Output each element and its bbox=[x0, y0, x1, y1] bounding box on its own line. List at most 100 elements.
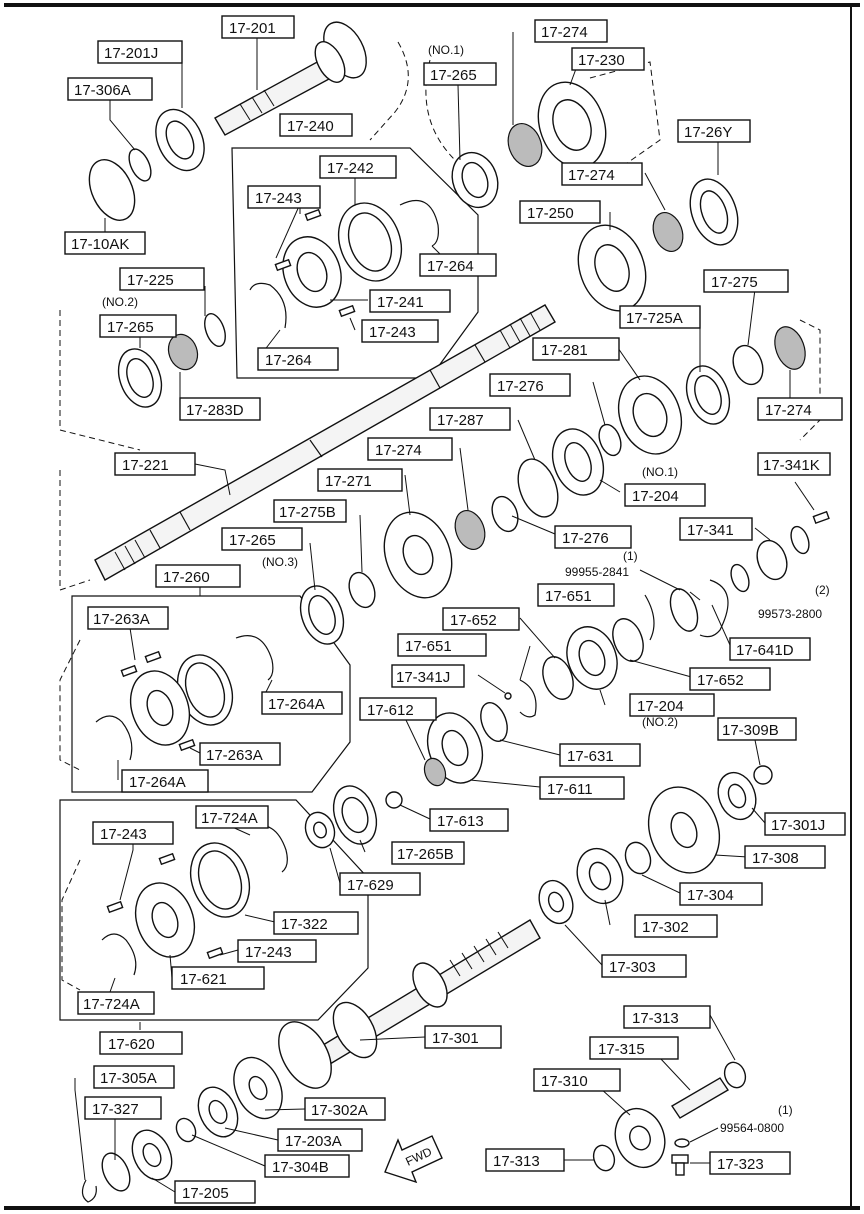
gear-17-302 bbox=[576, 847, 624, 905]
label-17-263A-b: 17-263A bbox=[199, 742, 281, 766]
label-17-631: 17-631 bbox=[559, 743, 641, 767]
label-17-620: 17-620 bbox=[99, 1031, 183, 1055]
bearing-17-205 bbox=[131, 1129, 173, 1181]
svg-text:17-274: 17-274 bbox=[541, 24, 588, 41]
bearing-17-204-no2 bbox=[566, 626, 618, 690]
gear-17-250 bbox=[577, 224, 647, 312]
spring-17-264A-lower bbox=[95, 715, 133, 761]
input-shaft bbox=[214, 21, 367, 136]
svg-text:17-274: 17-274 bbox=[568, 167, 615, 184]
gear-17-341 bbox=[756, 539, 788, 581]
label-17-611: 17-611 bbox=[539, 776, 625, 800]
label-17-201: 17-201 bbox=[221, 15, 295, 39]
svg-text:17-263A: 17-263A bbox=[206, 747, 263, 764]
label-17-652-b: 17-652 bbox=[689, 667, 771, 691]
label-17-263A-a: 17-263A bbox=[87, 606, 169, 630]
label-17-303: 17-303 bbox=[601, 954, 687, 978]
label-17-612: 17-612 bbox=[359, 697, 437, 721]
key-17-243-f bbox=[206, 946, 224, 960]
label-17-274-d: 17-274 bbox=[367, 437, 453, 461]
label-17-724A-b: 17-724A bbox=[77, 991, 155, 1015]
synchro-hub-17-241 bbox=[282, 236, 342, 308]
svg-text:17-341J: 17-341J bbox=[396, 669, 450, 686]
label-17-242: 17-242 bbox=[319, 155, 397, 179]
svg-text:17-283D: 17-283D bbox=[186, 402, 244, 419]
svg-text:17-612: 17-612 bbox=[367, 702, 414, 719]
idler-gear-17-310 bbox=[614, 1107, 666, 1169]
label-17-308: 17-308 bbox=[744, 845, 826, 869]
svg-text:17-241: 17-241 bbox=[377, 294, 424, 311]
svg-text:17-631: 17-631 bbox=[567, 748, 614, 765]
bolt-17-323 bbox=[671, 1154, 689, 1176]
svg-text:17-303: 17-303 bbox=[609, 959, 656, 976]
gear-17-281 bbox=[617, 375, 683, 455]
note-1-b: (1) bbox=[778, 1103, 793, 1117]
ring-17-276-b bbox=[491, 495, 519, 533]
note-no2-left: (NO.2) bbox=[102, 295, 138, 309]
svg-text:17-652: 17-652 bbox=[450, 612, 497, 629]
svg-text:17-322: 17-322 bbox=[281, 916, 328, 933]
svg-text:17-724A: 17-724A bbox=[83, 996, 140, 1013]
label-17-240: 17-240 bbox=[279, 113, 353, 137]
key-17-243-e bbox=[106, 900, 124, 914]
synchro-sleeve-17-260 bbox=[176, 654, 234, 726]
svg-text:17-204: 17-204 bbox=[632, 488, 679, 505]
idler-shaft-17-315 bbox=[671, 1077, 729, 1119]
svg-text:17-276: 17-276 bbox=[562, 530, 609, 547]
label-17-315: 17-315 bbox=[589, 1036, 679, 1060]
svg-text:17-265: 17-265 bbox=[107, 319, 154, 336]
leader-lines bbox=[74, 32, 815, 1193]
label-17-322: 17-322 bbox=[273, 911, 359, 935]
label-17-724A-a: 17-724A bbox=[195, 805, 269, 829]
plate-17-203A bbox=[197, 1086, 239, 1138]
needle-bearing-17-274-b bbox=[652, 212, 684, 252]
key-17-243-a bbox=[304, 208, 322, 222]
note-99573-2800: 99573-2800 bbox=[758, 607, 822, 621]
ring-17-631 bbox=[480, 702, 508, 742]
svg-text:17-274: 17-274 bbox=[765, 402, 812, 419]
label-17-10AK: 17-10AK bbox=[64, 231, 146, 255]
shim-17-10AK bbox=[88, 159, 136, 221]
note-no1-top: (NO.1) bbox=[428, 43, 464, 57]
bearing-17-301J bbox=[717, 771, 757, 821]
svg-text:17-641D: 17-641D bbox=[736, 642, 794, 659]
bearing-17-303 bbox=[538, 879, 574, 925]
label-17-341: 17-341 bbox=[679, 517, 753, 541]
label-17-264-b: 17-264 bbox=[257, 347, 339, 371]
svg-text:17-652: 17-652 bbox=[697, 672, 744, 689]
label-17-243-d: 17-243 bbox=[237, 939, 317, 963]
spring-17-724A-upper bbox=[249, 825, 288, 873]
synchro-sleeve-17-620 bbox=[189, 842, 251, 918]
note-2: (2) bbox=[815, 583, 830, 597]
svg-text:17-629: 17-629 bbox=[347, 877, 394, 894]
ring-17-652-a bbox=[612, 618, 644, 662]
svg-text:17-275: 17-275 bbox=[711, 274, 758, 291]
label-17-621: 17-621 bbox=[171, 966, 265, 990]
label-17-264A-a: 17-264A bbox=[261, 691, 343, 715]
shim-17-327 bbox=[101, 1152, 131, 1192]
spring-17-264-lower bbox=[249, 282, 287, 329]
synchro-ring-17-265B bbox=[332, 785, 378, 845]
synchro-ring-17-26Y bbox=[689, 178, 739, 246]
label-17-274-a: 17-274 bbox=[534, 19, 608, 43]
svg-text:17-201: 17-201 bbox=[229, 20, 276, 37]
label-17-302: 17-302 bbox=[634, 914, 718, 938]
label-17-225: 17-225 bbox=[119, 267, 205, 291]
svg-text:17-613: 17-613 bbox=[437, 813, 484, 830]
spring-17-264-upper bbox=[399, 200, 439, 247]
bearing-17-204-no1 bbox=[551, 428, 605, 496]
label-17-265-no3: 17-265 bbox=[221, 527, 303, 551]
label-17-271: 17-271 bbox=[317, 468, 403, 492]
snap-ring-99955 bbox=[669, 588, 699, 632]
gear-17-230 bbox=[537, 81, 607, 169]
sleeve-17-304B bbox=[175, 1117, 197, 1143]
label-17-301: 17-301 bbox=[424, 1025, 502, 1049]
synchro-ring-17-725A bbox=[685, 365, 731, 425]
svg-text:17-201J: 17-201J bbox=[104, 45, 158, 62]
svg-text:17-301: 17-301 bbox=[432, 1030, 479, 1047]
label-17-313-b: 17-313 bbox=[485, 1148, 565, 1172]
snap-ring-17-641D bbox=[730, 563, 750, 593]
label-17-201J: 17-201J bbox=[97, 40, 183, 64]
label-17-305A: 17-305A bbox=[93, 1065, 175, 1089]
svg-text:17-611: 17-611 bbox=[547, 781, 593, 798]
